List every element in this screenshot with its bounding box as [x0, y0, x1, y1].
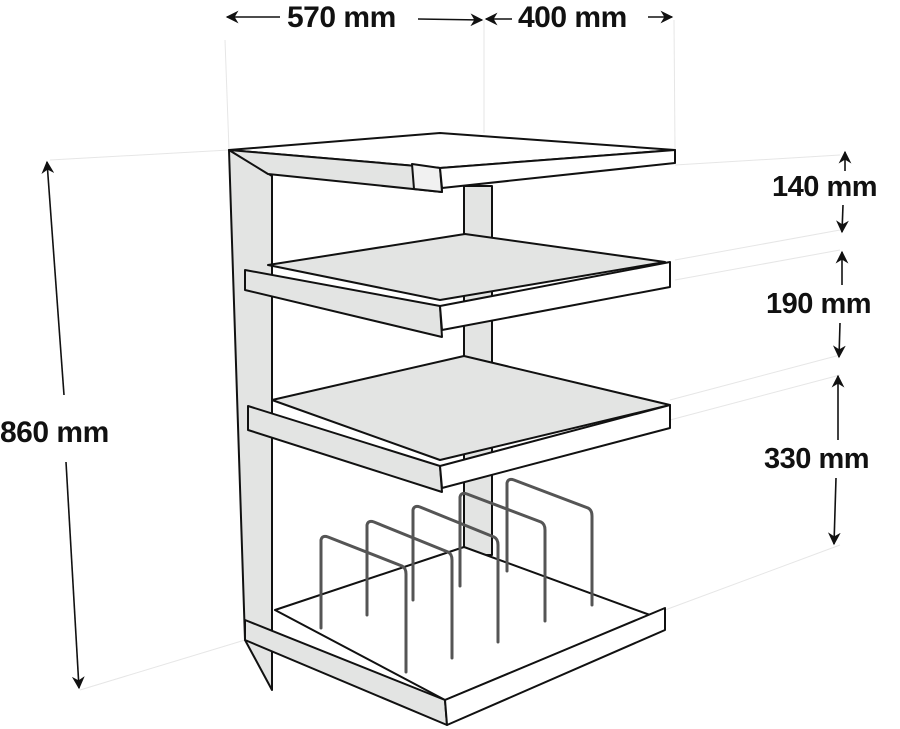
middle-gap-dimension-label: 190 mm — [766, 288, 872, 321]
third-shelf-arm — [247, 405, 443, 493]
second-shelf-front-edge — [439, 261, 671, 331]
record-dividers — [319, 477, 594, 674]
depth-dimension-label: 400 mm — [514, 3, 631, 33]
gap3-arrow-down — [827, 477, 841, 546]
divider-5 — [505, 477, 594, 607]
width-arrow-right — [417, 13, 484, 27]
divider-2 — [365, 519, 454, 660]
bottom-gap-dimension-label: 330 mm — [764, 443, 870, 476]
second-shelf-arm — [244, 269, 443, 338]
rack-frame — [228, 132, 676, 726]
dimension-arrows — [41, 10, 852, 690]
height-arrow-up — [41, 160, 65, 396]
third-shelf-front-edge — [439, 404, 671, 489]
bottom-shelf-front-edge — [444, 607, 666, 726]
height-dimension-label: 860 mm — [0, 416, 113, 450]
width-dimension-label: 570 mm — [283, 3, 400, 33]
top-shelf-arm-end — [411, 163, 443, 193]
height-arrow-down — [65, 461, 85, 690]
gap1-arrow-down — [836, 204, 849, 234]
top-gap-dimension-label: 140 mm — [772, 171, 878, 204]
divider-3 — [411, 504, 500, 644]
divider-4 — [458, 491, 547, 623]
guide-lines — [49, 19, 841, 691]
gap2-arrow-down — [832, 322, 846, 359]
divider-1 — [319, 534, 408, 674]
top-shelf-front-edge — [439, 149, 676, 189]
